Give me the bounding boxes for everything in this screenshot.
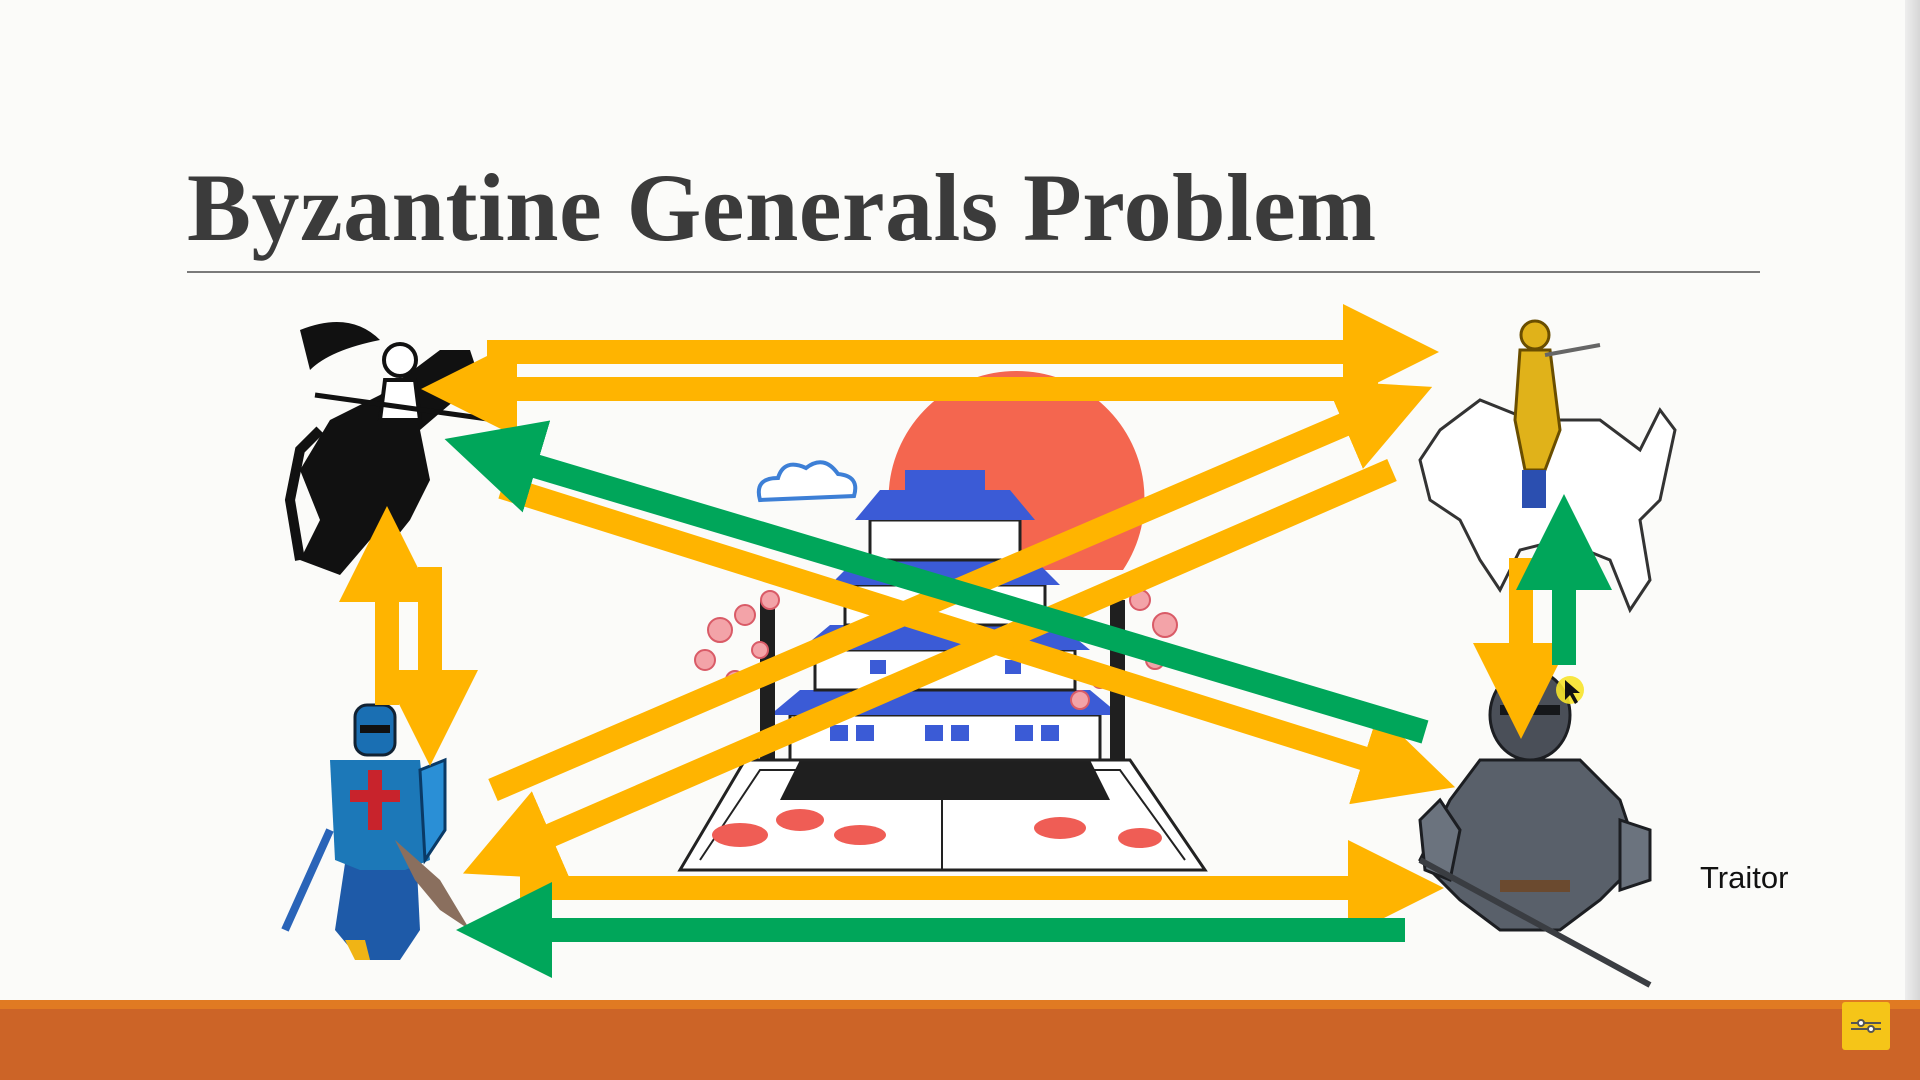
window-edge (1905, 0, 1920, 1000)
mouse-cursor-icon (1556, 676, 1584, 704)
top-left-general-icon (284, 322, 496, 575)
slide-title: Byzantine Generals Problem (187, 154, 1377, 261)
generals-diagram (281, 304, 1677, 988)
top-right-general-icon (1418, 319, 1677, 614)
cloud-icon (756, 460, 858, 503)
traitor-label: Traitor (1700, 860, 1789, 895)
bottom-left-general-icon (281, 703, 470, 960)
title-divider (187, 271, 1760, 273)
arrow-diagonal-icon (462, 458, 1397, 880)
slide-nav-button[interactable] (1842, 1002, 1890, 1050)
footer-bar (0, 1000, 1920, 1080)
arrow-diagonal-icon (488, 380, 1433, 802)
bottom-right-general-icon (1418, 668, 1652, 988)
traitor-arrow-diagonal-icon (444, 420, 1429, 744)
slide-navigation-icon (1851, 1019, 1881, 1033)
message-arrows (339, 304, 1612, 978)
arrow-diagonal-icon (498, 475, 1456, 805)
